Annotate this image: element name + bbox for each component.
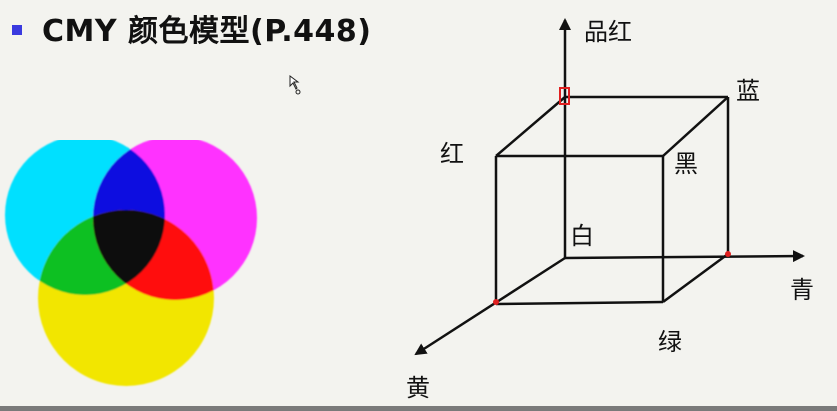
label-red: 红	[440, 140, 464, 168]
label-cyan: 青	[790, 276, 814, 304]
axis-yellow	[414, 256, 566, 356]
label-black: 黑	[674, 150, 698, 178]
green-overlap	[38, 210, 165, 295]
bullet-square-icon	[12, 25, 22, 35]
yellow-corner-marker	[493, 299, 499, 305]
cube-edges	[494, 95, 730, 306]
mouse-cursor-icon	[289, 75, 301, 95]
magenta-corner-marker	[559, 87, 570, 105]
axis-cyan	[564, 250, 805, 263]
bottom-bar	[0, 406, 837, 411]
label-magenta: 品红	[584, 18, 632, 46]
cmy-venn-diagram	[5, 140, 257, 386]
label-yellow: 黄	[406, 374, 430, 402]
label-blue: 蓝	[736, 77, 760, 105]
cyan-corner-marker	[725, 251, 731, 257]
label-white: 白	[570, 222, 594, 250]
title-row: CMY 颜色模型(P.448)	[12, 6, 371, 50]
label-green: 绿	[658, 328, 682, 356]
slide-title: CMY 颜色模型(P.448)	[42, 14, 372, 49]
